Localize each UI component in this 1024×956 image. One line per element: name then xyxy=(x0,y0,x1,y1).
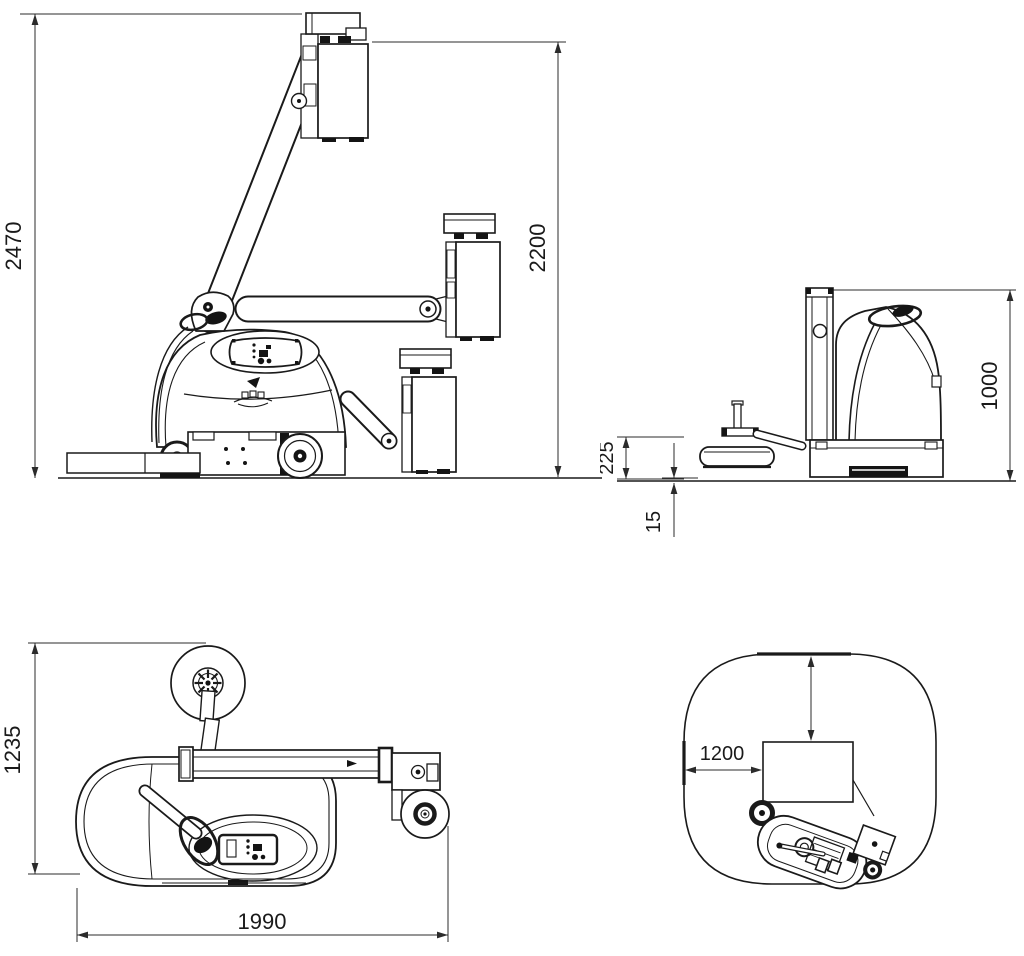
plan-view: 1235 1990 xyxy=(0,642,450,942)
boom-top xyxy=(178,746,386,782)
pallet-leader-line xyxy=(852,779,875,817)
feeler-roller xyxy=(699,400,807,469)
machine-mini-top xyxy=(749,800,897,890)
rear-elevation-view: 1000 225 15 xyxy=(600,287,1016,537)
film-tube xyxy=(151,326,194,444)
control-panel xyxy=(228,337,303,368)
dim-label-roller-height: 225 xyxy=(600,441,618,474)
boom-pivot xyxy=(190,291,235,332)
film-carriage-low xyxy=(399,348,457,474)
top-clearance-arrow xyxy=(807,656,815,741)
film-carriage-mid xyxy=(443,213,501,341)
dim-label-overall-height: 2470 xyxy=(1,222,26,271)
dim-label-side-clearance: 1200 xyxy=(700,743,745,765)
dim-label-machine-height: 1000 xyxy=(977,362,1002,411)
dimension-overall-length: 1990 xyxy=(76,826,449,942)
dimension-max-wrap-height: 2200 xyxy=(372,41,566,477)
guide-wheel-top xyxy=(170,645,246,755)
film-carriage-raised xyxy=(290,12,369,142)
film-carriage-top xyxy=(377,746,441,821)
dimension-side-clearance: 1200 xyxy=(685,743,762,774)
lower-link-arm xyxy=(339,390,398,450)
mast xyxy=(805,287,834,441)
dim-label-ground-clearance: 15 xyxy=(643,511,665,533)
dim-label-max-wrap-height: 2200 xyxy=(525,224,550,273)
horizontal-arm xyxy=(234,295,449,323)
steering-handle xyxy=(867,304,923,328)
dimension-overall-width: 1235 xyxy=(0,642,206,875)
control-panel-top xyxy=(217,833,279,866)
film-roll-top xyxy=(400,789,450,839)
side-elevation-view: 2470 2200 xyxy=(1,12,602,479)
dim-label-overall-width: 1235 xyxy=(0,726,25,775)
dimension-overall-height: 2470 xyxy=(1,13,302,478)
pallet-probe xyxy=(66,452,201,478)
machine-body xyxy=(155,328,347,448)
tiller-top xyxy=(138,784,220,866)
dimension-roller-height: 225 xyxy=(600,436,684,480)
dim-label-overall-length: 1990 xyxy=(238,909,287,934)
drive-wheel xyxy=(277,433,323,479)
tiller-tube xyxy=(848,322,882,442)
steering-handle xyxy=(179,312,209,332)
dimension-ground-clearance: 15 xyxy=(643,443,698,537)
dimension-machine-height: 1000 xyxy=(833,289,1016,481)
working-area-view: 1200 xyxy=(682,652,937,890)
pallet-footprint xyxy=(762,741,854,803)
machine-body xyxy=(835,306,942,444)
chassis xyxy=(809,439,944,478)
